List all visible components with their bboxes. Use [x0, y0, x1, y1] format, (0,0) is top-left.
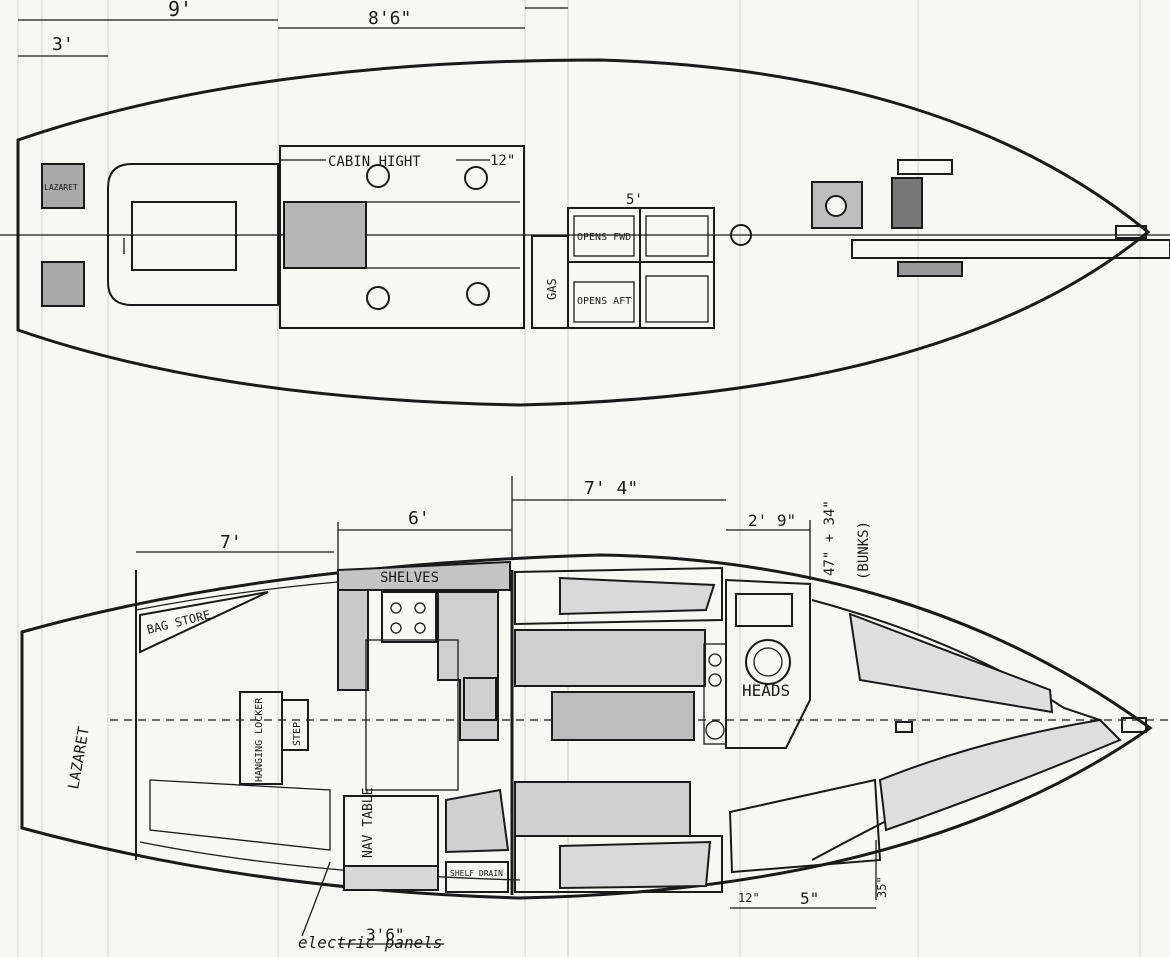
deck-vent [366, 164, 390, 188]
deck-vent [366, 286, 390, 310]
settee-port [514, 566, 723, 626]
label-hanging-locker: HANGING LOCKER [254, 697, 265, 782]
deck-plan [0, 58, 1170, 407]
bag-store [139, 591, 269, 654]
label-lazaret-box: LAZARET [44, 183, 78, 192]
deck-vent [466, 282, 490, 306]
lazaret-hatch-lower [41, 261, 85, 307]
dim-5in: 5" [800, 889, 819, 908]
label-opens-fwd: OPENS FWD [577, 232, 631, 243]
shelf-drain [445, 861, 509, 893]
label-shelf-drain: SHELF DRAIN [450, 869, 503, 878]
deck-dimensions [18, 7, 700, 209]
interior-plan [20, 553, 1170, 900]
galley-counter [337, 589, 369, 691]
dim-35in: 35" [875, 876, 889, 898]
nav-table [343, 795, 439, 867]
label-step: STEP [292, 722, 303, 746]
label-shelves: SHELVES [380, 570, 439, 586]
heads-compartment [725, 578, 811, 749]
dim-2ft9: 2' 9" [748, 511, 796, 530]
cockpit [107, 163, 279, 306]
dim-8ft6: 8'6" [368, 8, 411, 29]
dim-bunks: 47" + 34" [822, 500, 838, 576]
stove [381, 591, 437, 643]
deck-hull-outline [16, 58, 1151, 407]
cockpit-hatch [131, 201, 237, 271]
dim-7ft4: 7' 4" [584, 478, 638, 499]
electric-panel [343, 865, 439, 891]
label-cabin-hight: CABIN HIGHT [328, 154, 421, 170]
hatch-opens-fwd [573, 215, 635, 257]
label-gas: GAS [545, 278, 559, 300]
label-electric-panels: electric panels [298, 933, 443, 952]
dim-6ft: 6' [408, 508, 430, 529]
hatch-opens-aft [573, 281, 635, 323]
deck-vent [464, 166, 488, 190]
dim-5ft: 5' [626, 192, 643, 208]
lazaret-hatch-upper [41, 163, 85, 209]
dim-bunks-note: (BUNKS) [856, 521, 872, 580]
label-heads: HEADS [742, 681, 790, 700]
windlass [891, 177, 923, 229]
interior-dimensions [136, 476, 877, 945]
shelves [337, 560, 511, 591]
label-nav-table: NAV TABLE [361, 788, 376, 858]
heads-toilet [745, 639, 791, 685]
cabin-top [279, 145, 525, 329]
dim-12in-top: 12" [490, 153, 515, 169]
sink [463, 677, 497, 721]
step [281, 699, 309, 751]
dim-3ft: 3' [52, 34, 74, 55]
label-opens-aft: OPENS AFT [577, 296, 631, 307]
dim-9ft: 9' [168, 0, 192, 21]
mast [730, 224, 752, 246]
bowsprit [851, 239, 1170, 259]
dim-12in: 12" [738, 891, 760, 905]
heads-sink [735, 593, 793, 627]
dim-3ft6: 3'6" [366, 925, 405, 944]
label-lazaret: LAZARET [64, 725, 93, 790]
saloon-table [514, 629, 706, 687]
companionway-hatch [283, 201, 367, 269]
dim-7ft: 7' [220, 532, 242, 553]
